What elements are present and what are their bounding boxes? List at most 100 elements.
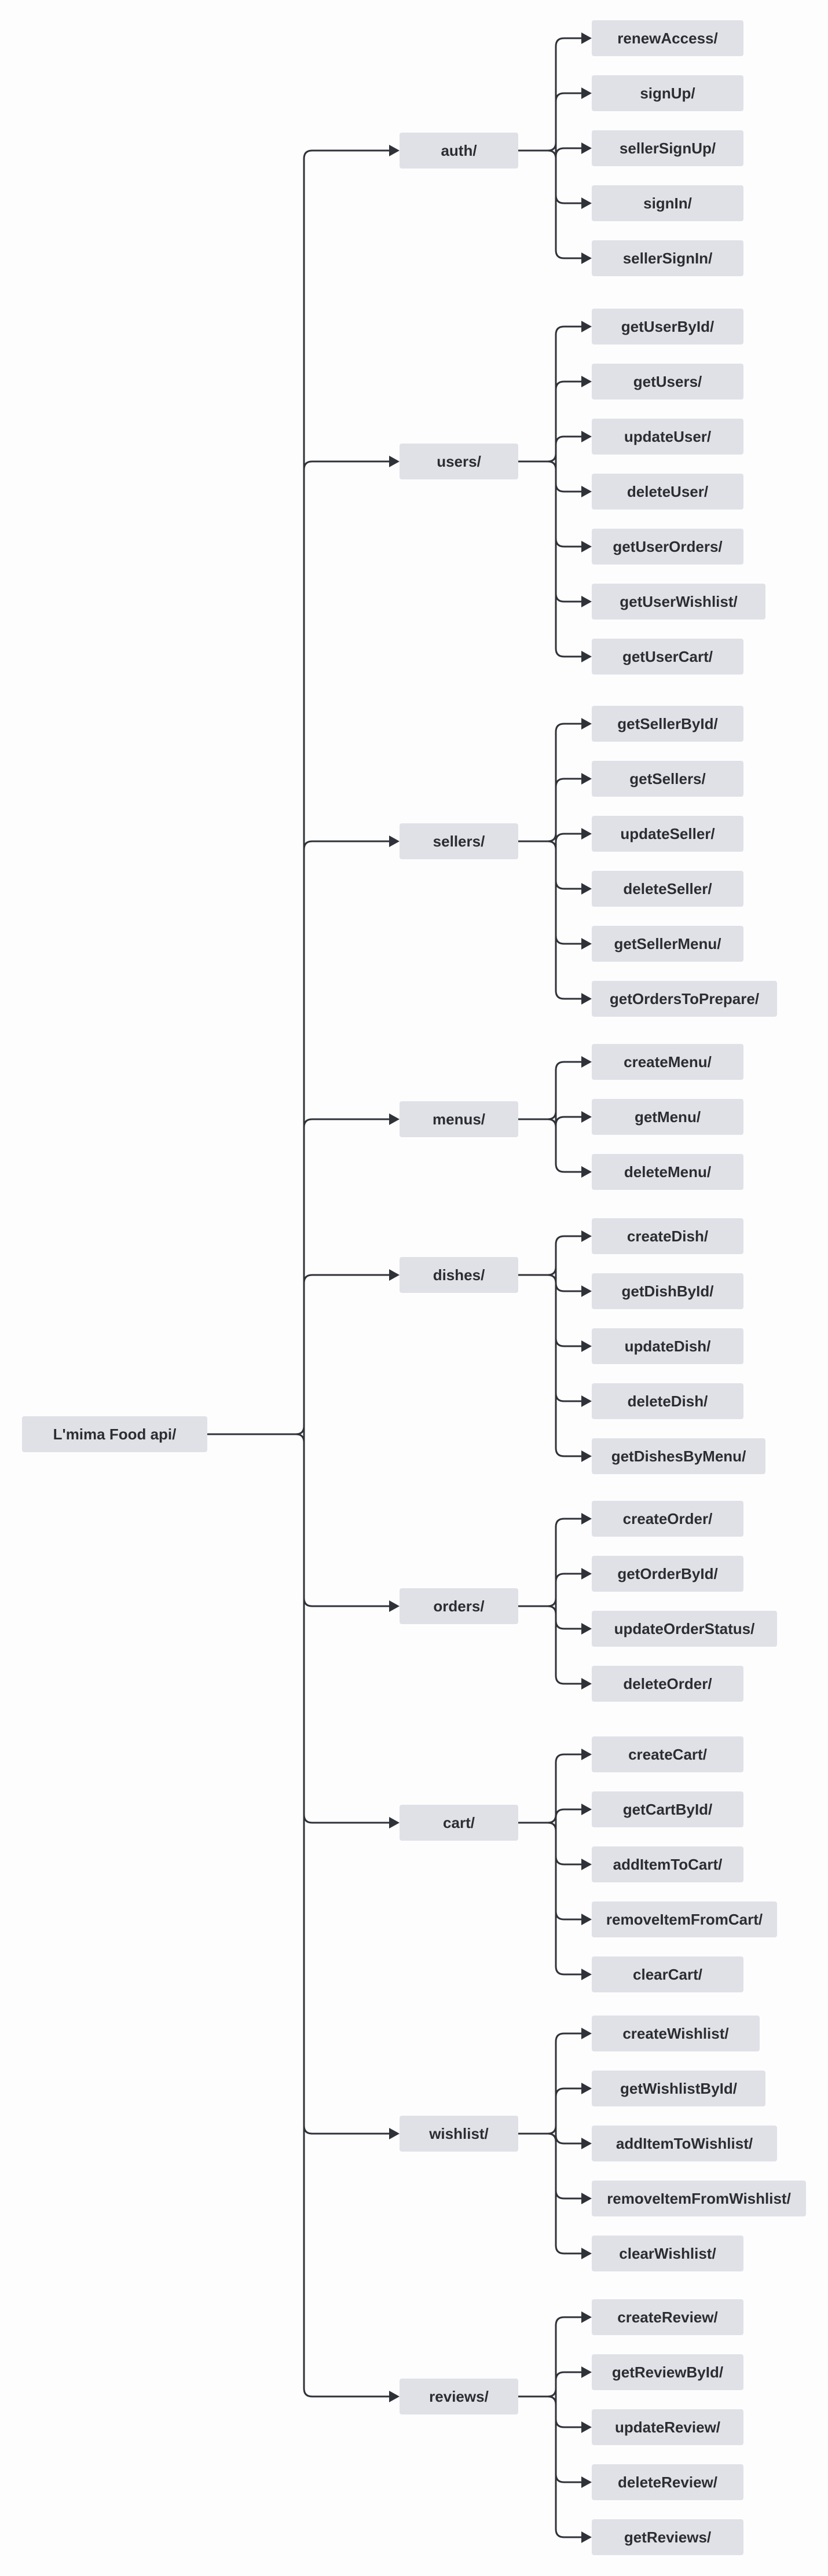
child-node-2-3: deleteSeller/ (592, 871, 743, 907)
branch-curve-down-7 (547, 2132, 557, 2142)
child-node-7-3: removeItemFromWishlist/ (592, 2181, 806, 2216)
child-arrow-4-1 (581, 1285, 592, 1297)
child-arrow-5-3 (581, 1678, 592, 1690)
branch-curve-up-5 (547, 1597, 557, 1607)
child-node-6-0: createCart/ (592, 1736, 743, 1772)
group-arrow-8 (389, 2391, 400, 2402)
child-connector-8-4 (555, 2529, 589, 2538)
child-arrow-4-2 (581, 1340, 592, 1352)
child-node-1-6: getUserCart/ (592, 639, 743, 675)
child-arrow-0-1 (581, 87, 592, 99)
child-node-2-0: getSellerById/ (592, 706, 743, 742)
child-arrow-1-6 (581, 651, 592, 662)
group-connector-0 (303, 149, 397, 159)
child-arrow-6-0 (581, 1749, 592, 1760)
child-node-5-0: createOrder/ (592, 1501, 743, 1537)
child-connector-4-3 (555, 1393, 589, 1402)
child-arrow-8-3 (581, 2476, 592, 2488)
child-arrow-3-0 (581, 1056, 592, 1068)
child-connector-1-4 (555, 538, 589, 548)
branch-curve-down-5 (547, 1605, 557, 1615)
group-arrow-1 (389, 456, 400, 467)
child-connector-8-0 (555, 2316, 589, 2326)
child-arrow-6-3 (581, 1914, 592, 1925)
child-node-3-0: createMenu/ (592, 1044, 743, 1080)
child-arrow-1-4 (581, 541, 592, 552)
child-connector-2-2 (555, 833, 589, 842)
group-node-5: orders/ (400, 1588, 518, 1624)
child-node-0-2: sellerSignUp/ (592, 130, 743, 166)
group-connector-8 (303, 2388, 397, 2398)
child-connector-3-2 (555, 1163, 589, 1173)
child-node-0-0: renewAccess/ (592, 20, 743, 56)
branch-curve-down-6 (547, 1822, 557, 1831)
child-arrow-8-2 (581, 2421, 592, 2433)
group-arrow-2 (389, 836, 400, 847)
child-node-2-2: updateSeller/ (592, 816, 743, 852)
child-node-4-0: createDish/ (592, 1218, 743, 1254)
child-arrow-7-4 (581, 2248, 592, 2259)
child-node-1-5: getUserWishlist/ (592, 584, 765, 620)
child-node-8-2: updateReview/ (592, 2409, 743, 2445)
branch-curve-up-7 (547, 2125, 557, 2135)
root-node: L'mima Food api/ (22, 1416, 207, 1452)
child-arrow-4-0 (581, 1230, 592, 1242)
child-connector-2-1 (555, 778, 589, 787)
branch-curve-up-8 (547, 2388, 557, 2398)
child-connector-0-2 (555, 147, 589, 157)
child-node-3-2: deleteMenu/ (592, 1154, 743, 1190)
child-connector-4-0 (555, 1235, 589, 1245)
child-arrow-0-3 (581, 197, 592, 209)
child-arrow-8-4 (581, 2531, 592, 2543)
child-connector-7-0 (555, 2032, 589, 2042)
child-arrow-1-5 (581, 596, 592, 607)
child-arrow-2-1 (581, 773, 592, 785)
group-node-3: menus/ (400, 1101, 518, 1137)
child-connector-4-1 (555, 1282, 589, 1292)
child-connector-6-1 (555, 1808, 589, 1818)
child-arrow-7-1 (581, 2083, 592, 2094)
child-connector-5-1 (555, 1573, 589, 1582)
child-node-7-0: createWishlist/ (592, 2016, 760, 2051)
child-connector-5-2 (555, 1620, 589, 1630)
child-arrow-2-0 (581, 718, 592, 730)
group-connector-1 (303, 460, 397, 470)
child-arrow-0-0 (581, 32, 592, 44)
child-arrow-3-2 (581, 1166, 592, 1178)
child-node-2-1: getSellers/ (592, 761, 743, 797)
child-node-8-0: createReview/ (592, 2299, 743, 2335)
child-node-4-4: getDishesByMenu/ (592, 1438, 765, 1474)
child-connector-8-2 (555, 2419, 589, 2428)
group-arrow-4 (389, 1269, 400, 1281)
child-node-5-1: getOrderById/ (592, 1556, 743, 1592)
child-node-0-4: sellerSignIn/ (592, 240, 743, 276)
group-arrow-0 (389, 145, 400, 156)
group-connector-2 (303, 840, 397, 850)
child-arrow-2-2 (581, 828, 592, 840)
branch-curve-down-8 (547, 2395, 557, 2405)
child-connector-5-0 (555, 1518, 589, 1527)
branch-curve-up-0 (547, 142, 557, 152)
child-connector-2-5 (555, 990, 589, 1000)
group-node-2: sellers/ (400, 823, 518, 859)
child-connector-4-2 (555, 1338, 589, 1347)
child-node-4-3: deleteDish/ (592, 1383, 743, 1419)
group-node-7: wishlist/ (400, 2116, 518, 2152)
child-arrow-1-2 (581, 431, 592, 442)
child-connector-7-3 (555, 2190, 589, 2200)
branch-curve-up-6 (547, 1814, 557, 1824)
child-arrow-3-1 (581, 1111, 592, 1123)
child-connector-6-3 (555, 1911, 589, 1921)
child-arrow-6-4 (581, 1969, 592, 1980)
child-node-0-1: signUp/ (592, 75, 743, 111)
child-node-0-3: signIn/ (592, 185, 743, 221)
child-arrow-5-2 (581, 1623, 592, 1635)
child-node-7-1: getWishlistById/ (592, 2071, 765, 2106)
child-node-3-1: getMenu/ (592, 1099, 743, 1135)
group-node-0: auth/ (400, 133, 518, 168)
child-connector-1-6 (555, 648, 589, 658)
branch-curve-down-3 (547, 1118, 557, 1128)
child-connector-2-4 (555, 935, 589, 945)
